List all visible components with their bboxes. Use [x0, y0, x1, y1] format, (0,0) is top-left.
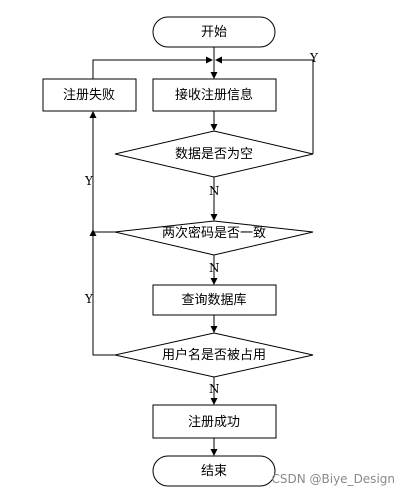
edge-register-success-to-end: [210, 438, 218, 456]
node-register-fail-label: 注册失败: [63, 88, 115, 103]
edge-register-fail-to-receive-info: [92, 56, 213, 79]
node-receive-info: 接收注册信息: [152, 78, 277, 112]
node-query-db: 查询数据库: [152, 284, 277, 316]
edge-check-password-yes: [89, 111, 115, 236]
node-start-label: 开始: [201, 25, 227, 40]
edge-check-empty-yes: [215, 56, 314, 154]
edge-query-db-to-check-username: [210, 315, 218, 333]
node-check-empty-label: 数据是否为空: [175, 147, 253, 162]
edge-check-empty-no: [210, 177, 218, 221]
node-check-password: 两次密码是否一致: [114, 220, 314, 256]
node-end: 结束: [152, 455, 276, 487]
edge-label-check-password-yes: Y: [84, 174, 94, 188]
node-start: 开始: [152, 16, 276, 48]
edge-label-check-password-no: N: [209, 261, 220, 275]
edge-label-check-username-yes: Y: [84, 292, 94, 306]
node-check-username: 用户名是否被占用: [114, 332, 314, 378]
node-register-success-label: 注册成功: [188, 415, 240, 430]
watermark-text: CSDN @Biye_Design: [271, 472, 395, 486]
node-check-empty: 数据是否为空: [114, 130, 314, 178]
node-register-fail: 注册失败: [42, 78, 137, 112]
node-end-label: 结束: [201, 464, 227, 479]
node-receive-info-label: 接收注册信息: [175, 87, 253, 103]
edge-label-check-username-no: N: [209, 382, 220, 396]
edge-start-to-receive-info: [210, 47, 218, 79]
edge-check-password-no: [210, 255, 218, 285]
node-check-username-label: 用户名是否被占用: [162, 347, 266, 363]
edge-receive-info-to-check-empty: [210, 111, 218, 131]
edge-label-check-empty-no: N: [209, 184, 220, 198]
edge-label-check-empty-yes: Y: [309, 51, 319, 65]
node-register-success: 注册成功: [152, 404, 277, 439]
node-check-password-label: 两次密码是否一致: [162, 225, 266, 241]
edge-check-username-yes: [92, 232, 115, 356]
edge-check-username-no: [210, 377, 218, 405]
node-query-db-label: 查询数据库: [181, 292, 246, 308]
